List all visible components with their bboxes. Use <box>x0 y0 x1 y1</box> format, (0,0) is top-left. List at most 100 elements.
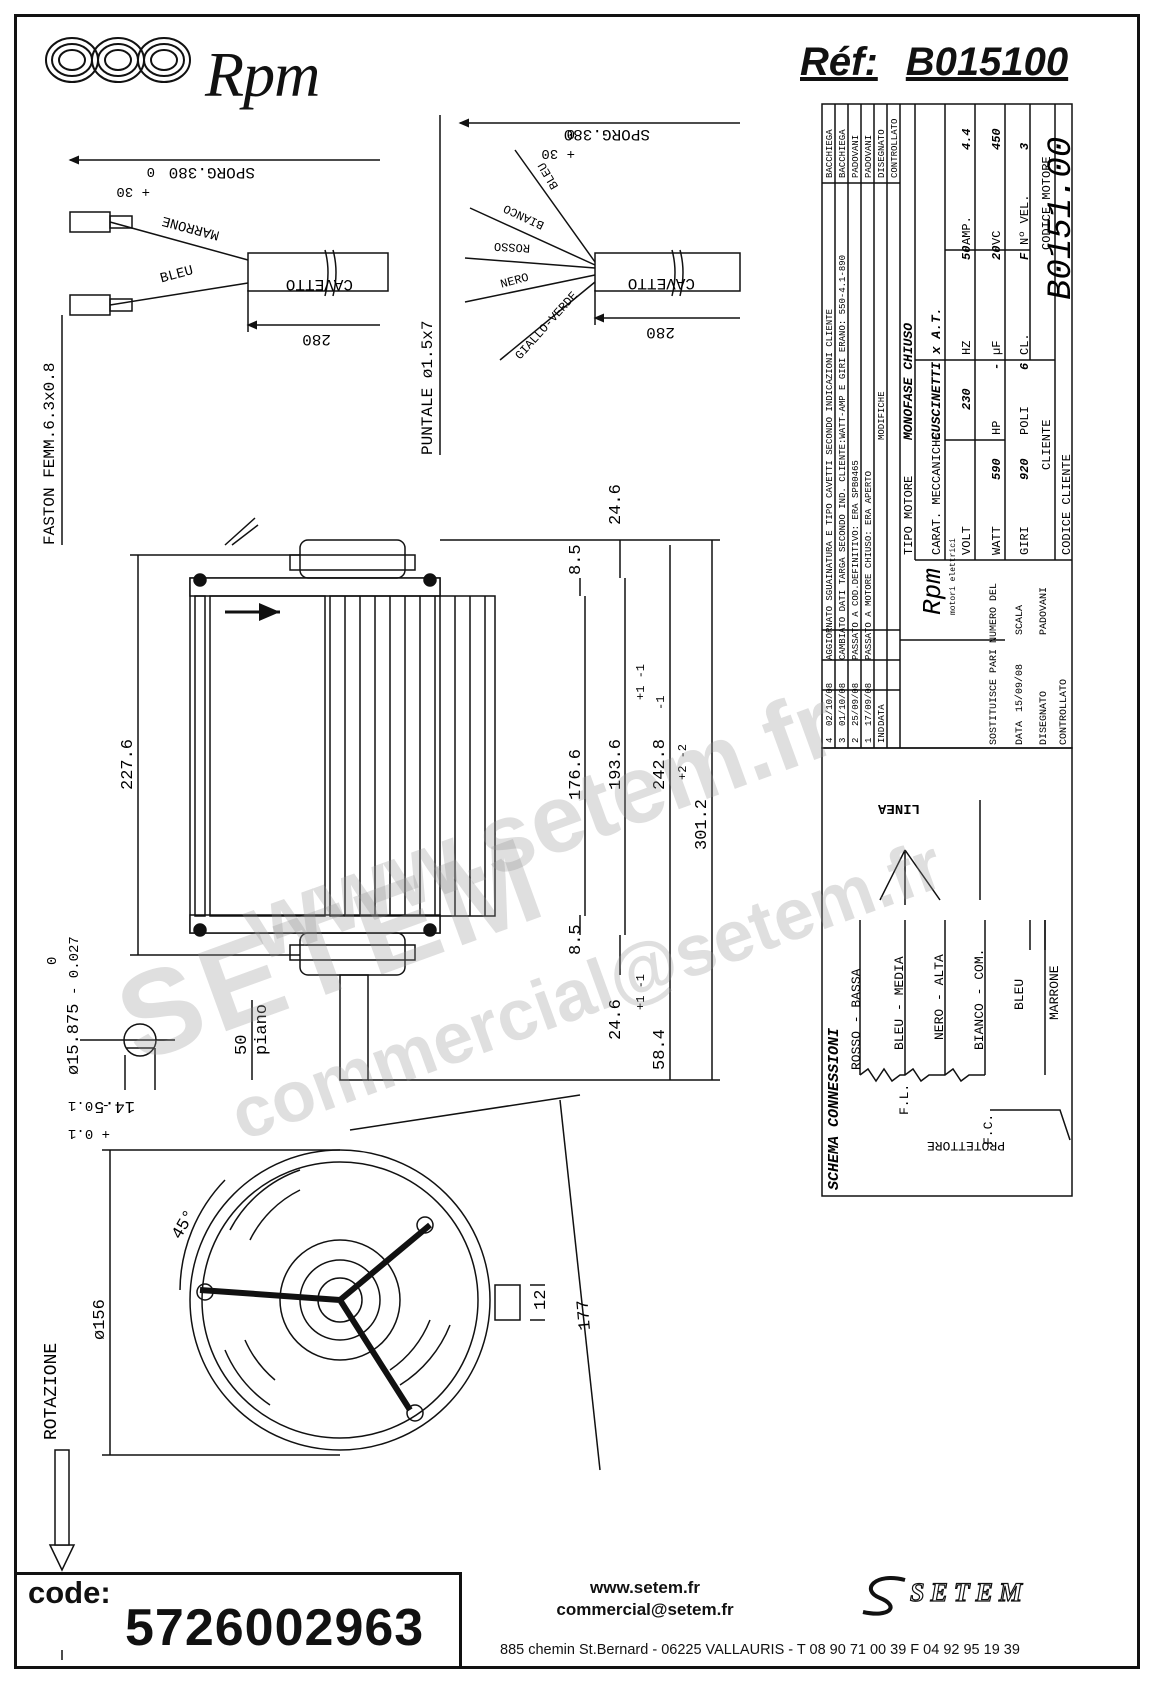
dim-242-8: 242.8 <box>651 739 670 790</box>
left-wire-bleu: BLEU <box>159 263 196 287</box>
dim-58-4: 58.4 <box>651 1029 670 1070</box>
revision-table: 4 02/10/08 AGGIORNATO SGUAINATURA E TIPO… <box>825 119 900 743</box>
dim-14-5-tol2: + 0.1 <box>68 1125 110 1141</box>
drawing-sheet-border <box>14 14 1140 1669</box>
setem-swirl-icon <box>862 1576 906 1616</box>
puntale-label: PUNTALE ø1.5x7 <box>419 321 437 455</box>
dim-50: 50 <box>233 1035 252 1055</box>
ref-number: B015100 <box>905 40 1069 84</box>
reference-title: Réf:B015100 <box>800 40 1068 85</box>
dim-piano: piano <box>253 1004 272 1055</box>
motor-type-label: TIPO MOTORE <box>902 476 916 555</box>
rev-date-3: 01/10/08 <box>838 683 848 726</box>
dim-242-8-tol: -1 <box>654 696 668 710</box>
spec-cl-label: CL. <box>1018 333 1032 355</box>
rev-header-date: DATA <box>877 704 887 726</box>
rotation-label: ROTAZIONE <box>42 1343 62 1440</box>
spec-cl-value: F <box>1018 252 1032 260</box>
spec-vc-value: 450 <box>990 128 1004 150</box>
schema-rosso-bassa: ROSSO - BASSA <box>849 968 864 1070</box>
footer-email[interactable]: commercial@setem.fr <box>556 1600 734 1619</box>
rev-header-changes: MODIFICHE <box>877 391 887 440</box>
front-dim-177: 177 <box>574 1299 596 1331</box>
setem-logo-text: SETEM <box>909 1577 1029 1607</box>
rev-date-1: 17/09/08 <box>864 683 874 726</box>
dim-24-6-top: 24.6 <box>607 484 626 525</box>
spec-watt-label: WATT <box>990 526 1004 555</box>
right-length-280: 280 <box>646 323 675 341</box>
schema-protettore: PROTETTORE <box>927 1138 1005 1153</box>
spec-hp-value: - <box>990 363 1004 370</box>
schema-nero-alta: NERO - ALTA <box>932 954 947 1040</box>
footer-code-box <box>14 1572 462 1669</box>
rev-ind-3: 3 <box>838 738 848 743</box>
title-block-logo: Rpm <box>918 568 948 615</box>
spec-amp-value: 4.4 <box>960 128 974 150</box>
mech-label: CARAT. MECCANICHE <box>930 433 944 555</box>
rev-ind-1: 1 <box>864 738 874 743</box>
front-dim-12: 12 <box>532 1290 551 1310</box>
motor-spec-table: TIPO MOTORE MONOFASE CHIUSO CARAT. MECCA… <box>901 128 1081 555</box>
spec-giri-value: 920 <box>1018 458 1032 480</box>
dim-14-5-tol: - 0.1 <box>68 1097 110 1113</box>
front-angle-45: 45° <box>169 1207 201 1243</box>
codice-motore-value: B0151.00 <box>1043 137 1081 300</box>
brand-logo-text: Rpm <box>205 39 320 110</box>
dim-8-5-bot: 8.5 <box>567 924 586 955</box>
footer-address: 885 chemin St.Bernard - 06225 VALLAURIS … <box>500 1642 1020 1658</box>
rev-text-3: CAMBIATO DATI TARGA SECONDO IND. CLIENTE… <box>838 255 848 660</box>
code-number: 5726002963 <box>125 1599 425 1657</box>
controllato-label: CONTROLLATO <box>1059 679 1070 745</box>
right-wire-giallo-verde: GIALLO-VERDE <box>513 289 581 363</box>
left-sporg-tol: + 30 <box>116 183 150 199</box>
schema-title: SCHEMA CONNESSIONI <box>826 1027 843 1190</box>
motor-type: MONOFASE CHIUSO <box>901 323 916 441</box>
footer-website[interactable]: www.setem.fr <box>590 1578 700 1597</box>
right-sporg-label: SPORG.380 <box>564 125 650 143</box>
front-diameter-156: ø156 <box>91 1299 110 1340</box>
spec-volt-label: VOLT <box>960 526 974 555</box>
rev-text-4: AGGIORNATO SGUAINATURA E TIPO CAVETTI SE… <box>825 309 835 660</box>
right-wire-rosso: ROSSO <box>494 239 531 255</box>
dim-58-4-tol: +1 -1 <box>634 974 648 1010</box>
left-sporg-label: SPORG.380 <box>169 163 255 181</box>
rev-text-1: PASSATO A MOTORE CHIUSO: ERA APERTO <box>864 471 874 660</box>
spec-giri-label: GIRI <box>1018 526 1032 555</box>
rev-header-checked: CONTROLLATO <box>890 119 900 178</box>
left-length-280: 280 <box>302 330 331 348</box>
spec-watt-value: 590 <box>990 458 1004 480</box>
motor-side-view <box>80 517 720 1090</box>
schema-marrone: MARRONE <box>1047 965 1062 1020</box>
data-label: DATA <box>1015 721 1026 745</box>
schema-linea: LINEA <box>877 800 920 816</box>
right-sporg-tol: + 30 <box>541 145 575 161</box>
disegnato-label: DISEGNATO <box>1039 691 1050 745</box>
codice-motore-label: CODICE MOTORE <box>1040 156 1054 250</box>
right-wire-nero: NERO <box>499 271 530 292</box>
rev-header-drawn: DISEGNATO <box>877 129 887 178</box>
rev-by-4: BACCHIEGA <box>825 129 835 178</box>
sostituisce-label: SOSTITUISCE PARI NUMERO DEL <box>989 583 1000 745</box>
dim-301-2: 301.2 <box>693 799 712 850</box>
rev-text-2: PASSATO A COD.DEFINITIVO: ERA SPB0465 <box>851 460 861 660</box>
spec-nvel-label: Nº VEL. <box>1018 195 1032 245</box>
schema-bianco-com: BIANCO - COM. <box>972 949 987 1050</box>
data-value: 15/09/08 <box>1014 664 1026 712</box>
title-block-logo-sub: motori elettrici <box>949 538 958 615</box>
rev-by-3: BACCHIEGA <box>838 129 848 178</box>
dim-8-5-top: 8.5 <box>567 544 586 575</box>
rev-date-4: 02/10/08 <box>825 683 835 726</box>
rev-by-1: PADOVANI <box>864 135 874 178</box>
dim-193-6-tol: +1 -1 <box>634 664 648 700</box>
spec-hz-label: HZ <box>960 341 974 355</box>
scala-label: SCALA <box>1015 605 1026 635</box>
spec-amp-label: AMP. <box>960 216 974 245</box>
code-label: code: <box>28 1575 111 1610</box>
motor-front-view <box>48 1094 601 1660</box>
dim-227-6: 227.6 <box>119 739 138 790</box>
spec-vc-label: VC <box>990 231 1004 245</box>
dim-176-6: 176.6 <box>567 749 586 800</box>
dim-shaft-zero: 0 <box>45 957 61 965</box>
spec-volt-value: 230 <box>960 388 974 410</box>
spec-hz-value: 50 <box>960 246 974 260</box>
